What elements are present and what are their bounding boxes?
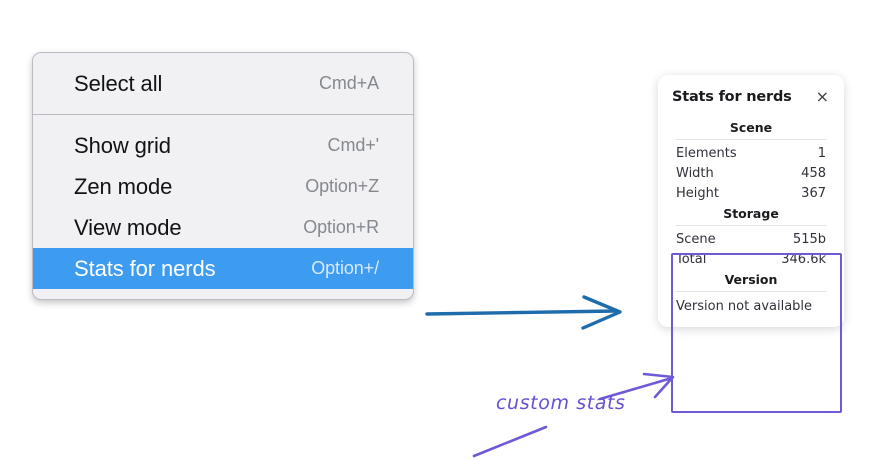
stat-value: 346.6k <box>781 251 826 267</box>
menu-item-label: View mode <box>74 214 182 240</box>
stat-row-storage-total: Total 346.6k <box>676 249 826 269</box>
close-icon[interactable]: × <box>815 87 829 106</box>
stat-row-storage-scene: Scene 515b <box>676 229 826 249</box>
divider <box>676 139 826 140</box>
stat-value: 1 <box>817 145 826 161</box>
stat-label: Height <box>676 185 719 201</box>
purple-underline-stroke <box>472 425 548 458</box>
menu-item-label: Show grid <box>74 132 171 158</box>
stats-panel-body: Scene Elements 1 Width 458 Height 367 St… <box>658 117 844 315</box>
section-heading-version: Version <box>724 272 778 287</box>
context-menu[interactable]: Select all Cmd+A Show grid Cmd+' Zen mod… <box>32 52 414 300</box>
stat-value: 458 <box>801 165 826 181</box>
version-note: Version not available <box>676 299 813 314</box>
stat-row-height: Height 367 <box>676 183 826 203</box>
menu-item-view-mode[interactable]: View mode Option+R <box>33 207 413 248</box>
stat-label: Total <box>676 251 707 267</box>
menu-item-select-all[interactable]: Select all Cmd+A <box>33 63 413 104</box>
menu-group-2: Show grid Cmd+' Zen mode Option+Z View m… <box>33 114 413 299</box>
stat-label: Scene <box>676 231 716 247</box>
menu-item-show-grid[interactable]: Show grid Cmd+' <box>33 125 413 166</box>
section-heading-storage: Storage <box>723 206 779 221</box>
menu-group-1: Select all Cmd+A <box>33 53 413 114</box>
menu-item-stats-for-nerds[interactable]: Stats for nerds Option+/ <box>33 248 413 289</box>
menu-item-label: Select all <box>74 70 163 96</box>
menu-item-shortcut: Cmd+' <box>327 135 380 155</box>
divider <box>676 225 826 226</box>
blue-arrow <box>425 295 622 330</box>
stats-panel-title: Stats for nerds <box>672 89 792 105</box>
stat-label: Elements <box>676 145 737 161</box>
menu-item-label: Zen mode <box>74 173 173 199</box>
menu-item-zen-mode[interactable]: Zen mode Option+Z <box>33 166 413 207</box>
stat-row-width: Width 458 <box>676 163 826 183</box>
menu-item-shortcut: Cmd+A <box>318 73 379 93</box>
custom-stats-annotation-label: custom stats <box>496 392 626 414</box>
stat-value: 515b <box>792 231 826 247</box>
stat-label: Width <box>676 165 714 181</box>
menu-item-shortcut: Option+R <box>303 217 379 237</box>
divider <box>676 291 826 292</box>
stats-for-nerds-panel: Stats for nerds × Scene Elements 1 Width… <box>658 75 844 327</box>
stats-panel-header: Stats for nerds × <box>658 87 844 106</box>
menu-item-shortcut: Option+/ <box>311 258 379 278</box>
stat-row-elements: Elements 1 <box>676 143 826 163</box>
menu-item-shortcut: Option+Z <box>305 176 379 196</box>
stat-value: 367 <box>801 185 826 201</box>
section-heading-scene: Scene <box>729 120 773 135</box>
menu-item-label: Stats for nerds <box>74 255 216 281</box>
